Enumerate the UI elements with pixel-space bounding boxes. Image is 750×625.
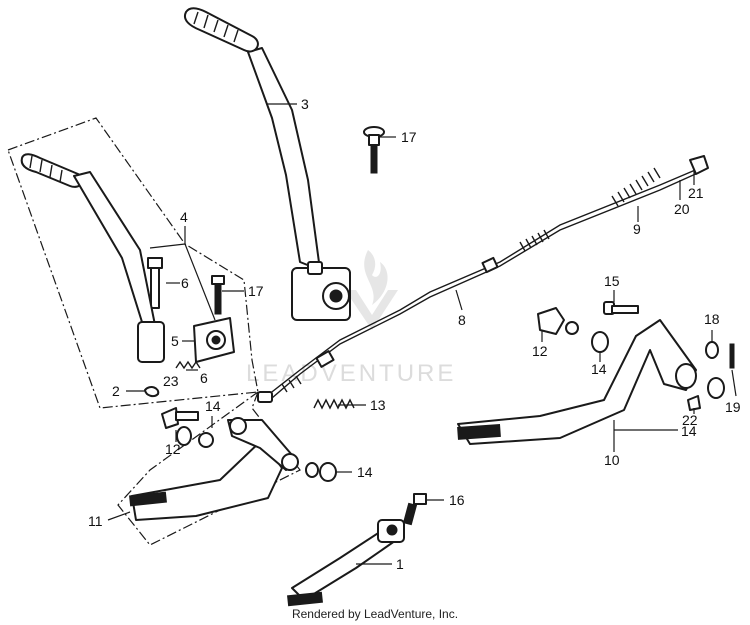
leadventure-watermark: LEADVENTURE: [246, 250, 456, 387]
callout-6-upper: 6: [181, 275, 189, 291]
watermark-text: LEADVENTURE: [246, 360, 456, 387]
pedal-group-outline: [117, 391, 301, 546]
callout-15: 15: [604, 273, 620, 289]
callout-19: 19: [725, 399, 741, 415]
kick-starter-arm-alt: [20, 153, 165, 363]
callout-21: 21: [688, 185, 704, 201]
callout-8: 8: [458, 312, 466, 328]
callout-14-far: 14: [681, 423, 697, 439]
callout-16: 16: [449, 492, 465, 508]
bolt-16: [402, 493, 427, 526]
callout-9: 9: [633, 221, 641, 237]
callout-1: 1: [396, 556, 404, 572]
callout-17-top: 17: [401, 129, 417, 145]
callout-10: 10: [604, 452, 620, 468]
callout-11: 11: [88, 513, 103, 529]
bushing-left: [198, 432, 214, 448]
washer-14-right: [591, 331, 609, 353]
brake-pedal-11: [129, 417, 299, 521]
plate-5: [193, 317, 235, 363]
washer-14-mid: [319, 462, 337, 482]
callout-14-left: 14: [205, 398, 221, 414]
bushing-mid: [305, 462, 319, 478]
pedal-1: [287, 519, 405, 607]
callout-6-lower: 6: [200, 370, 208, 386]
callout-13: 13: [370, 397, 386, 413]
washer-14-far: [707, 377, 725, 399]
spring-13: [313, 398, 355, 410]
bolt-6-upper: [147, 257, 163, 309]
footer-credit: Rendered by LeadVenture, Inc.: [291, 607, 459, 621]
callout-5: 5: [171, 333, 179, 349]
group-outline: [7, 117, 259, 409]
callout-3: 3: [301, 96, 309, 112]
bolt-17-left: [211, 275, 225, 315]
callout-20: 20: [674, 201, 690, 217]
bolt-17-top: [363, 126, 385, 174]
cap-18: [705, 341, 719, 359]
bolt-15: [603, 301, 639, 315]
callout-4: 4: [180, 209, 188, 225]
callout-18: 18: [704, 311, 720, 327]
callout-12-right: 12: [532, 343, 548, 359]
pivot-12-left: [161, 407, 199, 429]
callout-labels: 3 17 4 6 17 5 23 6 2 13 8 9 20 21 12 15 …: [88, 96, 741, 572]
clip-2: [144, 386, 160, 398]
brake-pedal-10: [457, 319, 697, 445]
washer-14-left: [176, 426, 192, 446]
leader-lines: [107, 103, 737, 565]
callout-14-mid: 14: [357, 464, 373, 480]
callout-17-left: 17: [248, 283, 264, 299]
brake-cable: [257, 155, 709, 403]
kick-starter-arm: [184, 7, 351, 321]
nut-22: [687, 395, 701, 411]
callout-2: 2: [112, 383, 120, 399]
callout-14-right: 14: [591, 361, 607, 377]
callout-12-left: 12: [165, 441, 181, 457]
pin-19: [729, 343, 735, 369]
pivot-12-right: [537, 307, 579, 335]
callout-22: 22: [682, 412, 698, 428]
callout-23: 23: [163, 373, 179, 389]
spring-23: [175, 360, 201, 370]
